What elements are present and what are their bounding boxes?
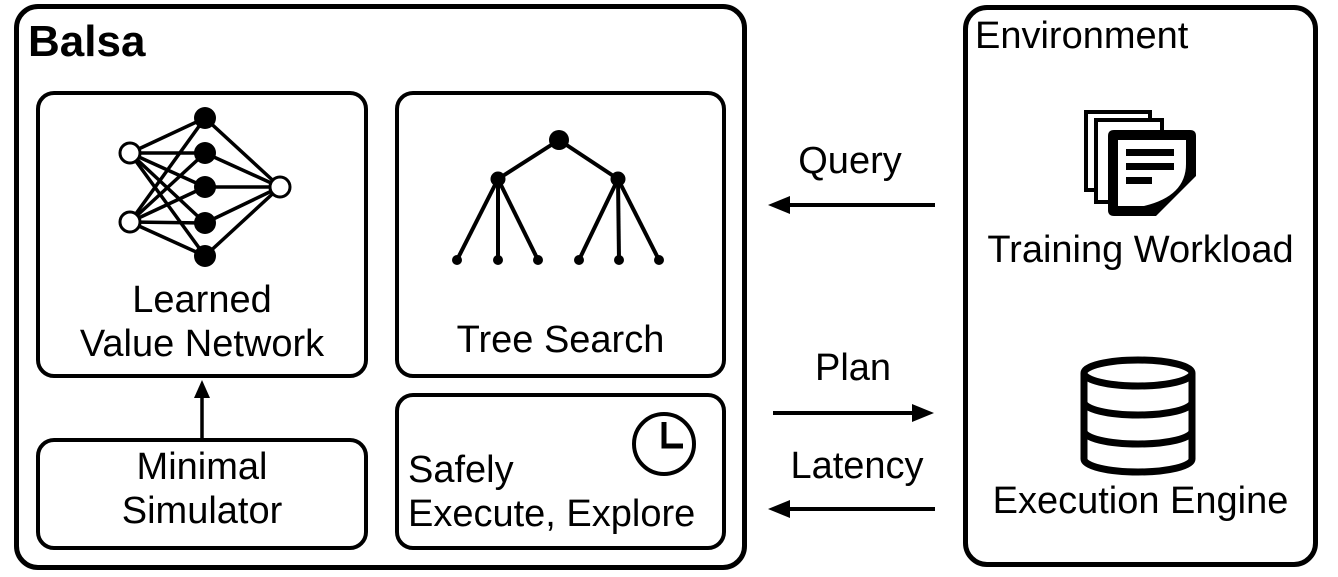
minimal-simulator-label-line2: Simulator [121,490,283,532]
minimal-simulator-box [36,438,368,550]
execution-engine-label: Execution Engine [992,480,1289,522]
environment-title: Environment [975,15,1189,57]
minimal-simulator-label-line1: Minimal [136,446,268,488]
latency-flow-label: Latency [790,445,924,487]
plan-flow-label: Plan [814,347,892,389]
balsa-title: Balsa [28,17,146,66]
learned-value-network-label: Learned Value Network [36,278,368,366]
safely-execute-label-line1: Safely [408,449,514,491]
learned-value-network-label-line1: Learned [132,279,272,321]
plan-arrow [773,404,934,422]
safely-execute-label: Safely Execute, Explore [408,448,695,536]
learned-value-network-label-line2: Value Network [79,323,325,365]
query-arrow [768,196,935,214]
training-workload-label: Training Workload [987,229,1294,271]
query-flow-label: Query [798,140,902,182]
latency-arrow [768,500,935,518]
tree-search-box [395,91,726,378]
safely-execute-label-line2: Execute, Explore [408,493,696,535]
tree-search-label: Tree Search [456,319,665,361]
minimal-simulator-label: Minimal Simulator [36,445,368,533]
